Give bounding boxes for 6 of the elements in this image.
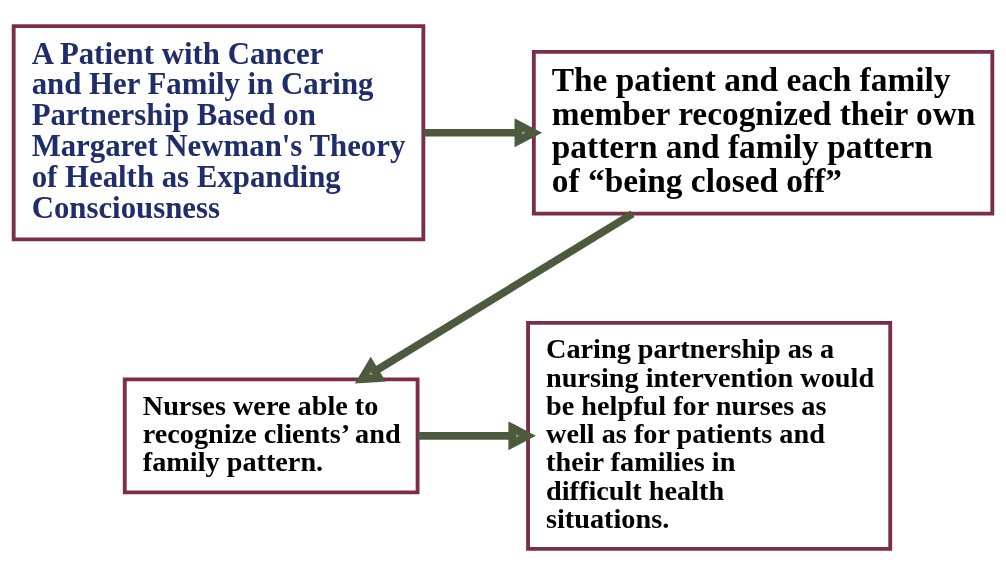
- node-box: The patient and each family member recognized their own pattern and family pattern of “being closed off”: [531, 49, 995, 216]
- node-box: A Patient with Cancer and Her Family in Caring Partnership Based on Margaret Newman's Theory of Health as Expanding Consciousness: [11, 23, 426, 241]
- node-box: Caring partnership as a nursing intervention would be helpful for nurses as well as for patients and their families in difficult health situations.: [526, 320, 893, 551]
- arrow: [354, 209, 635, 383]
- node-box: Nurses were able to recognize clients’ and family pattern.: [122, 376, 420, 494]
- arrow: [417, 420, 536, 450]
